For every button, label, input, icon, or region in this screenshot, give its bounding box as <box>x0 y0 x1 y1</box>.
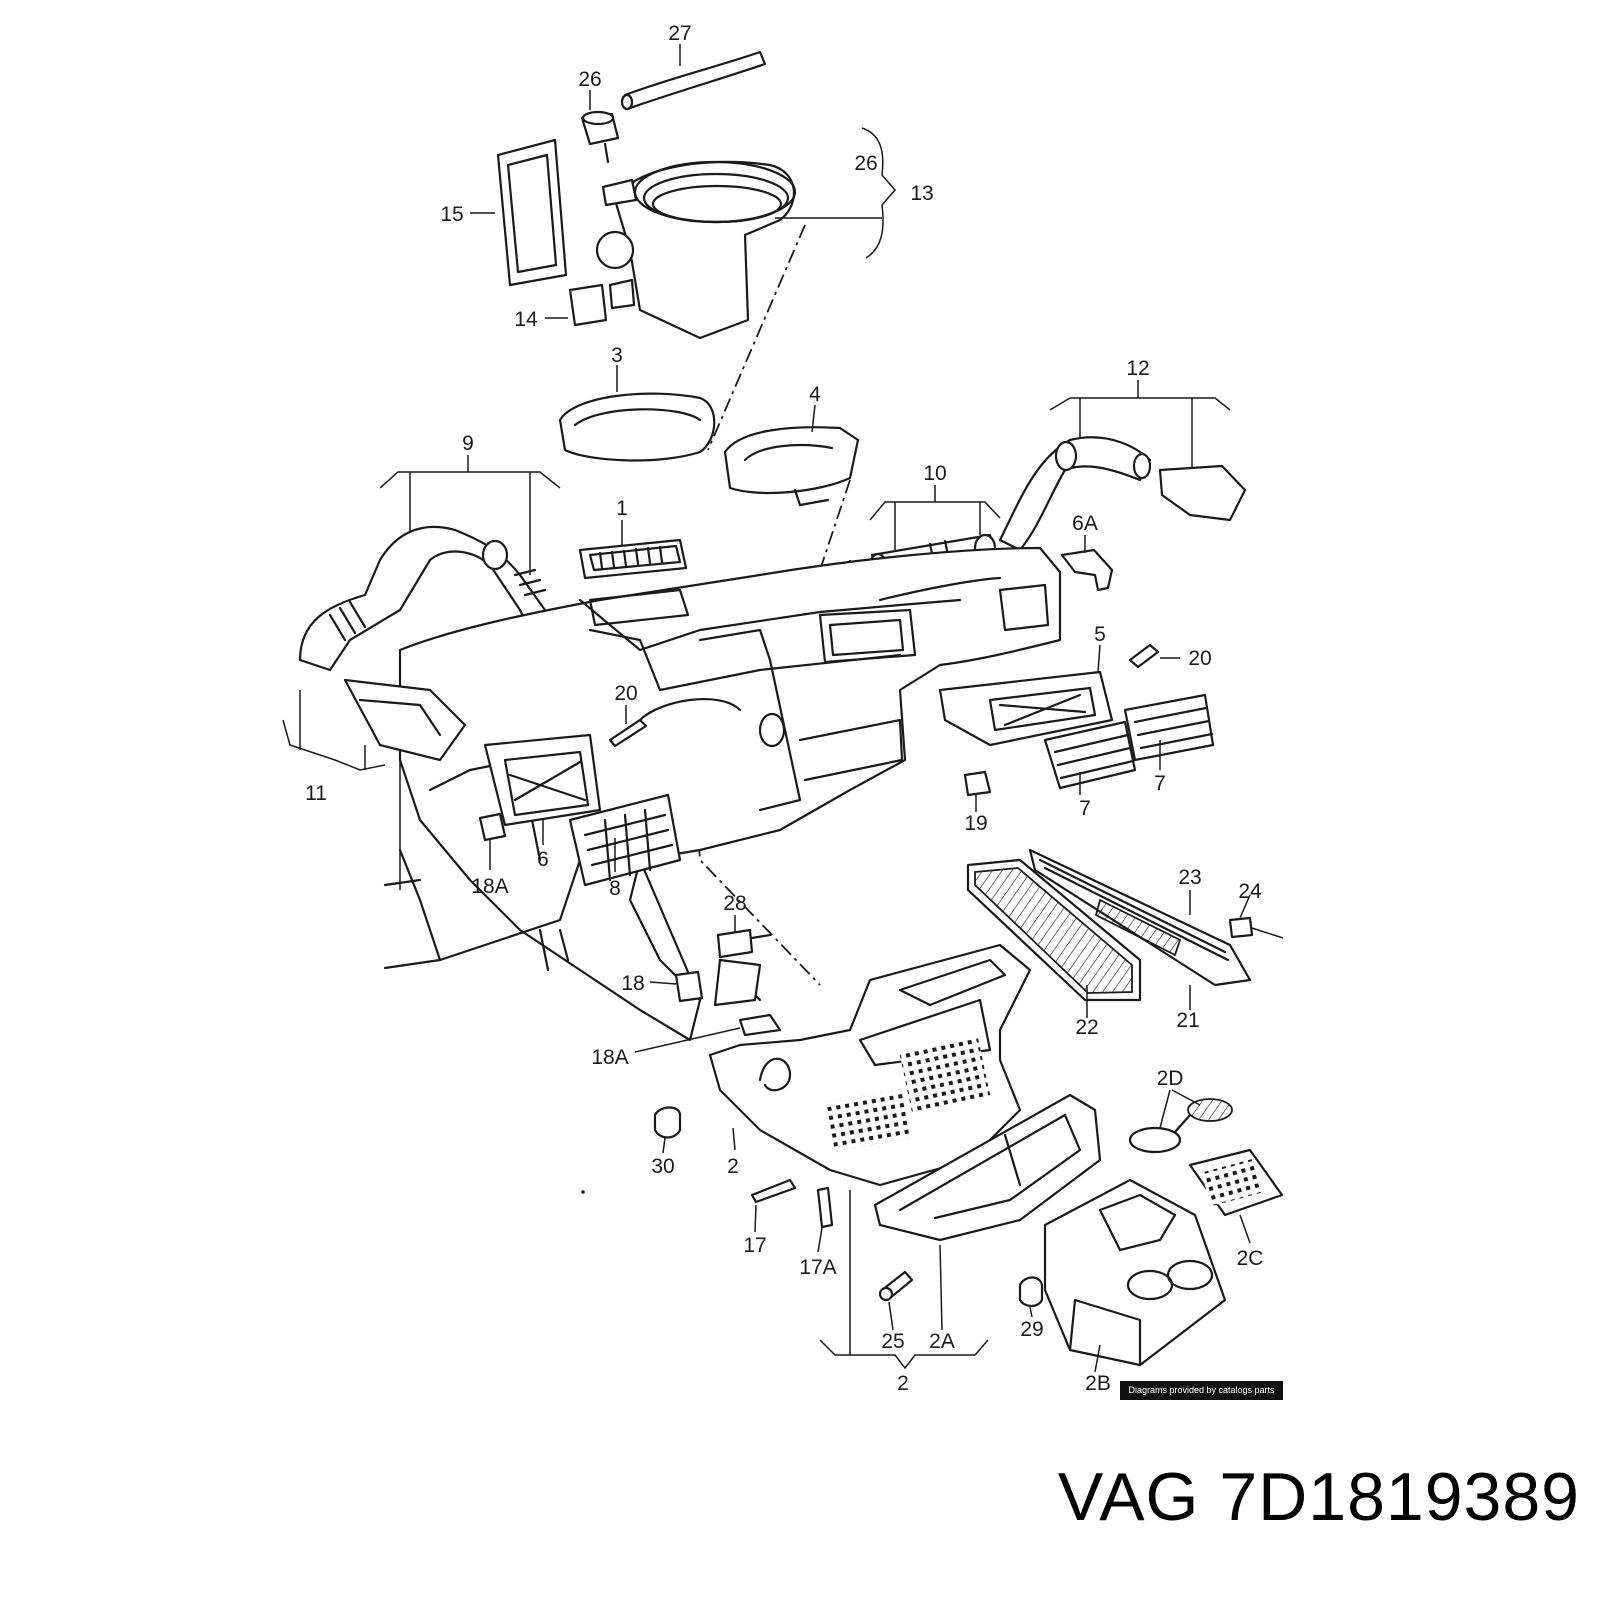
seal-15 <box>496 138 568 287</box>
callout-4: 4 <box>809 383 821 406</box>
vent-7-right <box>1123 693 1215 762</box>
tray-2A <box>873 1093 1102 1242</box>
callout-7-right: 7 <box>1154 772 1166 795</box>
air-duct-13 <box>595 160 797 340</box>
callout-21: 21 <box>1176 1009 1199 1032</box>
vent-1 <box>578 538 688 580</box>
vent-housing-5 <box>938 670 1114 747</box>
callout-1: 1 <box>616 497 628 520</box>
dashboard <box>383 546 1062 1042</box>
mat-2D <box>1128 1098 1233 1154</box>
callout-22: 22 <box>1075 1016 1098 1039</box>
screw-17A <box>816 1186 834 1229</box>
clip-24 <box>1228 916 1254 939</box>
callout-2-console: 2 <box>727 1155 739 1178</box>
callout-20-right: 20 <box>1188 647 1211 670</box>
callout-2B: 2B <box>1085 1372 1111 1395</box>
trim-21 <box>1028 848 1252 987</box>
callout-30: 30 <box>651 1155 674 1178</box>
callout-23: 23 <box>1178 866 1201 889</box>
bracket-2-bottom <box>819 1339 989 1370</box>
clip-14 <box>568 278 636 327</box>
duct-12 <box>998 436 1247 552</box>
source-banner-text: Diagrams provided by catalogs parts <box>1128 1385 1275 1395</box>
clip-19 <box>963 770 992 797</box>
screw-20-right <box>1128 643 1160 669</box>
callout-8: 8 <box>609 877 621 900</box>
callout-26-valve: 26 <box>578 68 601 91</box>
callout-5: 5 <box>1094 623 1106 646</box>
hose-27 <box>620 50 767 111</box>
callout-6A: 6A <box>1072 512 1098 535</box>
screw-17 <box>750 1178 797 1204</box>
bracket-4 <box>723 426 860 507</box>
vent-8 <box>568 793 682 887</box>
callout-20-left: 20 <box>614 682 637 705</box>
source-banner: Diagrams provided by catalogs parts <box>1120 1381 1283 1400</box>
callout-12: 12 <box>1126 357 1149 380</box>
callout-19: 19 <box>964 812 987 835</box>
callout-17: 17 <box>743 1234 766 1257</box>
callout-11: 11 <box>305 782 327 805</box>
seal-3 <box>558 392 716 462</box>
bracket-6A <box>1060 548 1114 592</box>
bracket-9 <box>379 471 561 489</box>
callout-7-left: 7 <box>1079 797 1091 820</box>
callout-28: 28 <box>723 892 746 915</box>
outlet-11 <box>343 678 467 762</box>
clip-18A-lower <box>738 1013 782 1037</box>
cap-30 <box>653 1106 682 1139</box>
duct-9 <box>298 525 562 672</box>
screw-20-left <box>608 718 648 748</box>
mat-2C <box>1188 1148 1284 1217</box>
bracket-13 <box>861 127 896 259</box>
callout-29: 29 <box>1020 1318 1043 1341</box>
cup-holder-2B <box>1043 1178 1227 1367</box>
callout-3: 3 <box>611 344 623 367</box>
callout-2A: 2A <box>929 1330 955 1353</box>
clip-18A-left <box>478 812 507 842</box>
callout-18A-lower: 18A <box>591 1046 628 1069</box>
callout-15: 15 <box>440 203 463 226</box>
leader-lines <box>399 44 1251 1373</box>
bracket-11 <box>282 719 386 771</box>
callout-18A-upper: 18A <box>471 875 508 898</box>
cap-29 <box>1018 1276 1044 1308</box>
part-number-title: VAG 7D1819389 <box>1057 1459 1580 1535</box>
callout-25: 25 <box>881 1330 904 1353</box>
callout-10: 10 <box>923 462 946 485</box>
callout-14: 14 <box>514 308 538 331</box>
callout-17A: 17A <box>799 1256 836 1279</box>
dot-mark <box>581 1190 585 1194</box>
bracket-small <box>713 958 762 1007</box>
callout-24: 24 <box>1238 880 1262 903</box>
callouts: 27 26 26 13 15 14 3 4 12 9 10 1 6A 5 20 … <box>305 22 1263 1395</box>
vent-7-left <box>1043 720 1137 790</box>
center-console-2 <box>708 943 1032 1187</box>
callout-2D: 2D <box>1157 1067 1184 1090</box>
callout-2-bottom: 2 <box>897 1372 909 1395</box>
clip-18 <box>674 970 704 1003</box>
switch-28 <box>716 928 772 959</box>
callout-13: 13 <box>910 182 933 205</box>
callout-2C: 2C <box>1237 1247 1264 1270</box>
callout-9: 9 <box>462 432 474 455</box>
vacuum-unit-26 <box>580 110 620 164</box>
callout-26-bracket: 26 <box>854 152 877 175</box>
trim-22 <box>966 858 1142 1002</box>
vent-housing-6 <box>483 733 602 827</box>
callout-6: 6 <box>537 848 549 871</box>
callout-18: 18 <box>621 972 644 995</box>
bracket-12 <box>1049 397 1231 411</box>
callout-27: 27 <box>668 22 691 45</box>
